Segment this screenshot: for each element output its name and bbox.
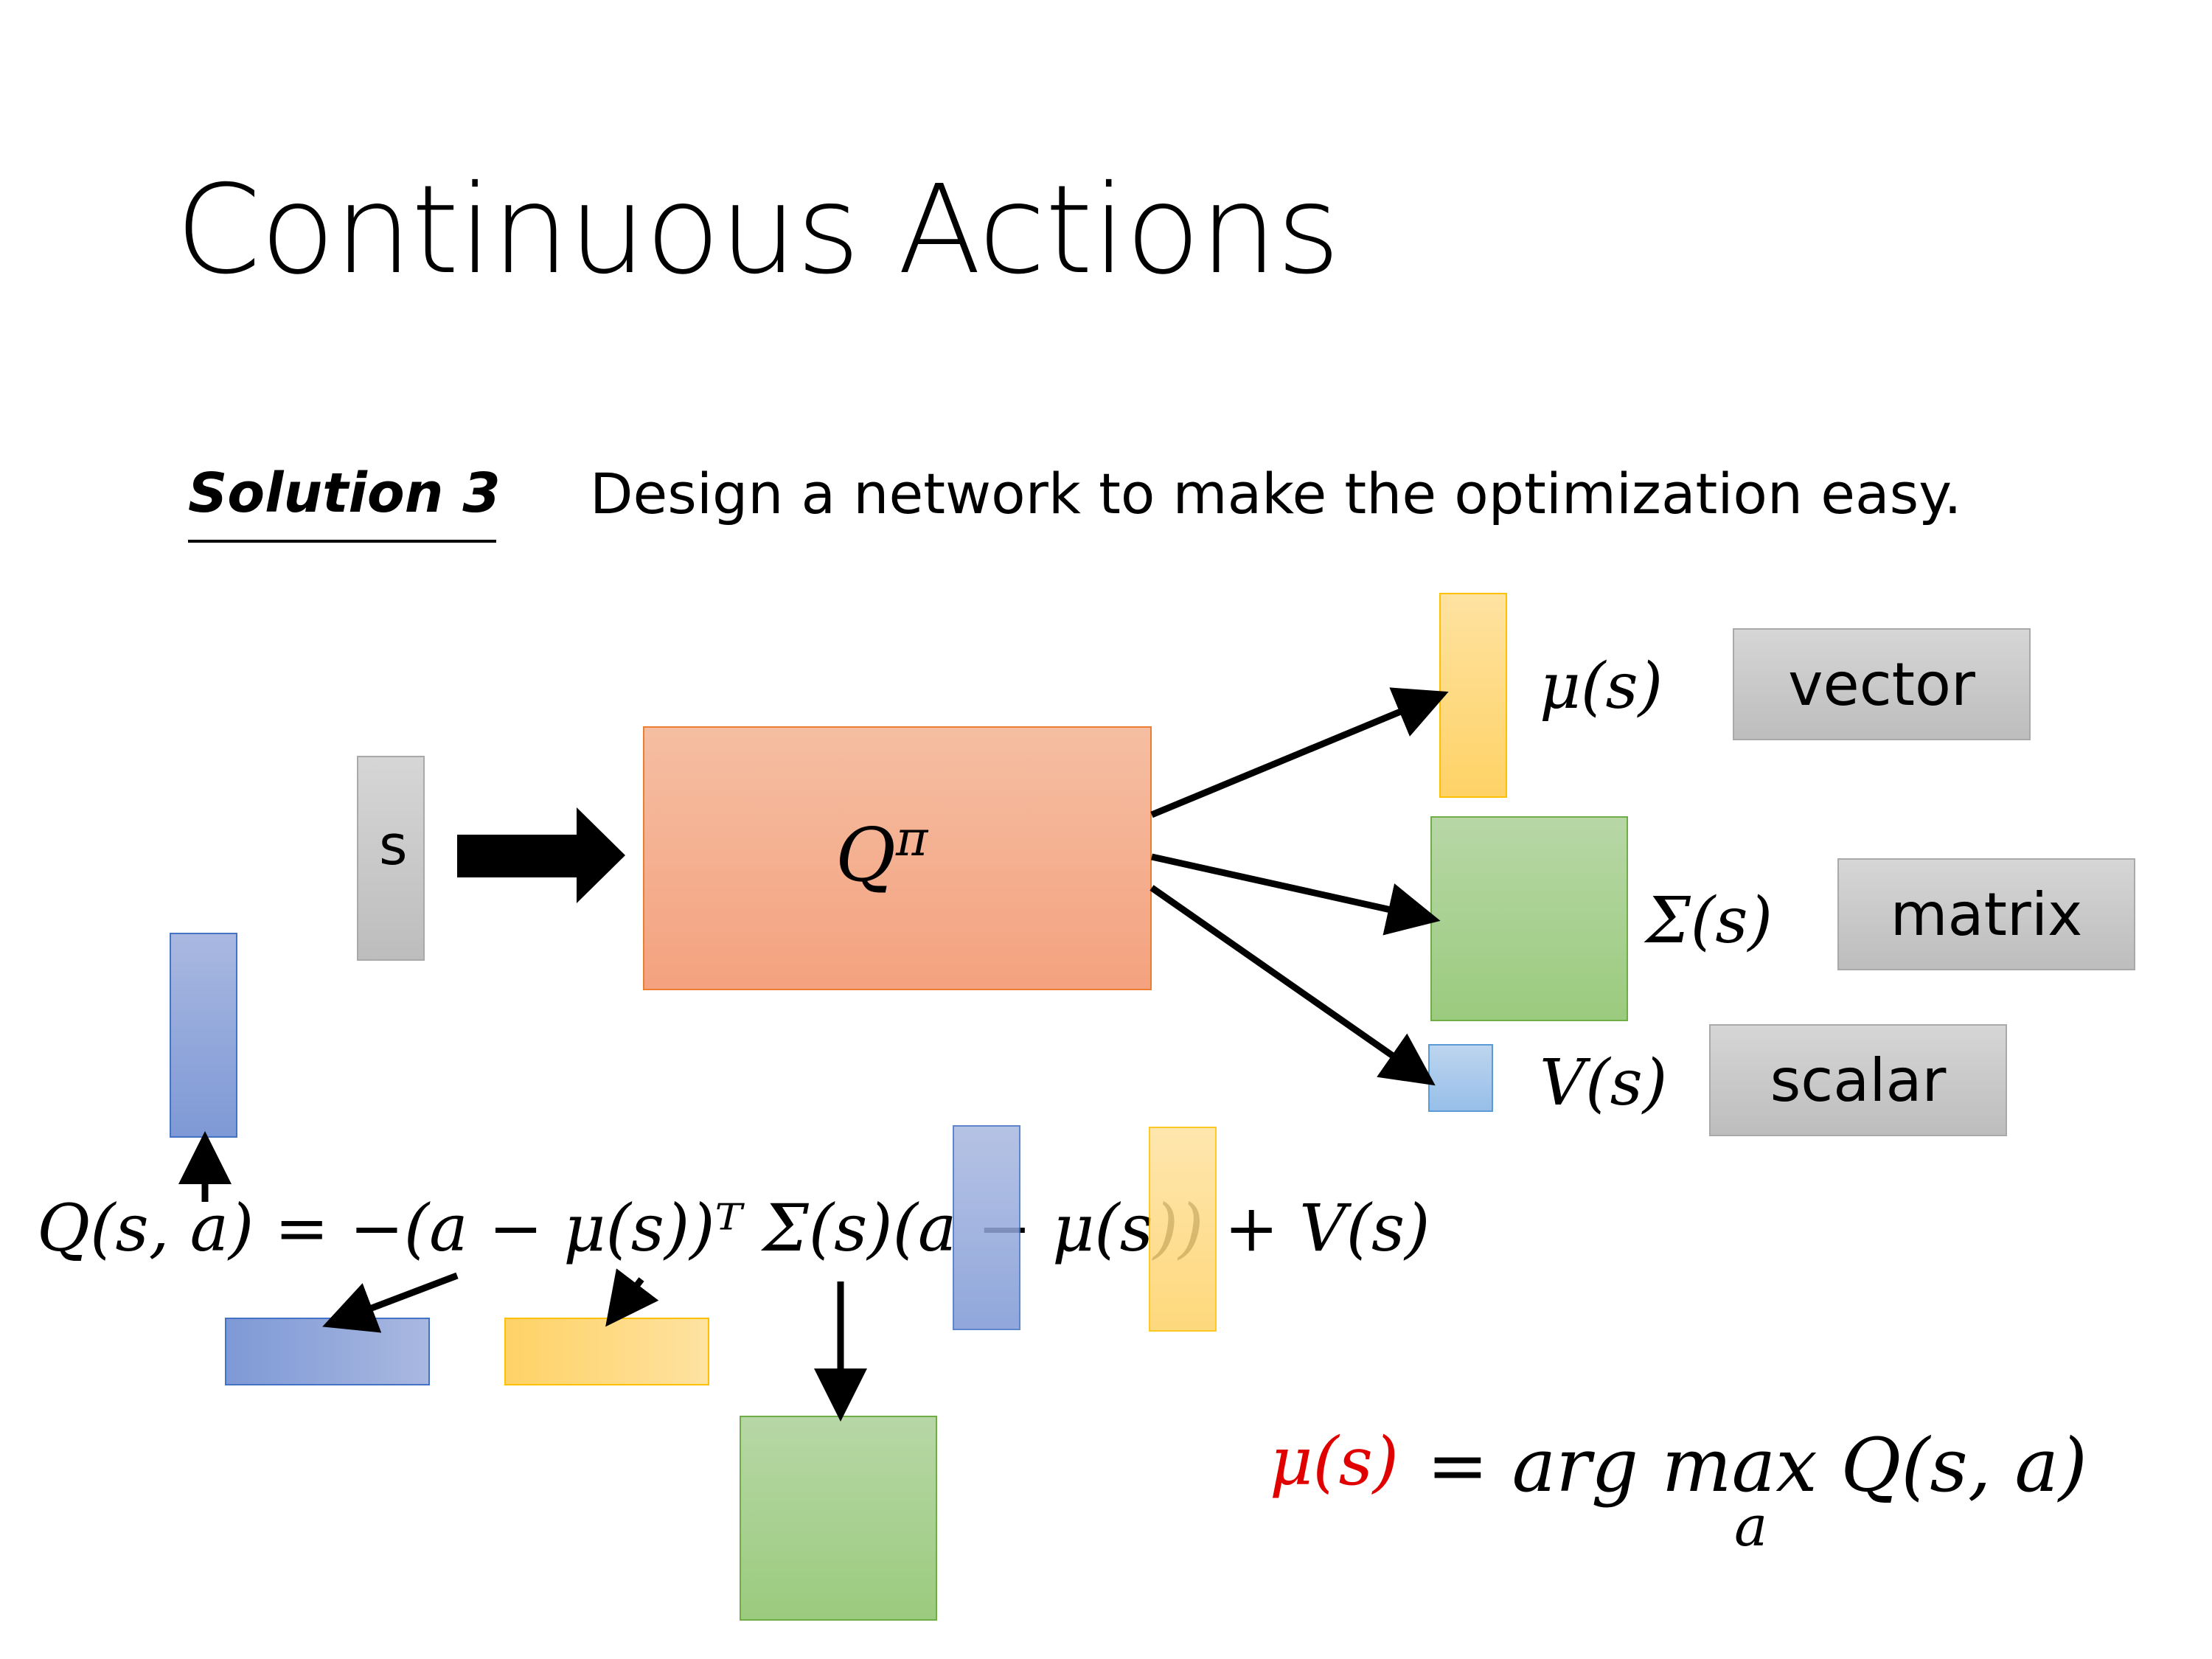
q-network-box: [643, 726, 1152, 990]
action-column-vector-block: [953, 1125, 1020, 1330]
matrix-tag: matrix: [1837, 858, 2135, 970]
solution-description: Design a network to make the optimizatio…: [590, 461, 1962, 526]
action-row-vector-block: [225, 1318, 430, 1385]
mu-output-block: [1439, 593, 1507, 798]
mu-column-vector-block: [1149, 1127, 1217, 1332]
scalar-tag: scalar: [1709, 1024, 2007, 1136]
input-arrow: [457, 807, 625, 903]
mu-output-label: μ(s): [1540, 650, 1663, 723]
sigma-output-block: [1430, 816, 1628, 1021]
solution-label: Solution 3: [188, 462, 501, 525]
action-vector-block: [170, 933, 237, 1138]
argmax-rhs: = arg max Q(s, a): [1427, 1422, 2087, 1509]
arrow-to-mu-row: [605, 1268, 659, 1327]
arrow-to-sigma: [1151, 853, 1441, 936]
q-network-label: Qπ: [835, 810, 928, 899]
input-state-block: [357, 756, 425, 961]
arrow-to-value: [1150, 885, 1436, 1086]
input-state-label: s: [379, 814, 408, 877]
solution-underline: [188, 540, 496, 543]
arrow-to-action-row: [322, 1272, 459, 1333]
sigma-matrix-block: [740, 1416, 937, 1621]
vector-tag: vector: [1733, 628, 2031, 740]
mu-row-vector-block: [504, 1318, 709, 1385]
slide-title: Continuous Actions: [175, 159, 1340, 302]
q-function-equation: Q(s, a) = −(a − μ(s))ᵀ Σ(s)(a − μ(s)) + …: [37, 1190, 1430, 1266]
value-output-label: V(s): [1540, 1046, 1668, 1120]
value-output-block: [1428, 1044, 1493, 1112]
argmax-subscript: a: [1734, 1493, 1768, 1559]
argmax-lhs: μ(s): [1270, 1423, 1399, 1500]
arrow-to-mu: [1150, 687, 1449, 818]
sigma-output-label: Σ(s): [1646, 884, 1773, 958]
